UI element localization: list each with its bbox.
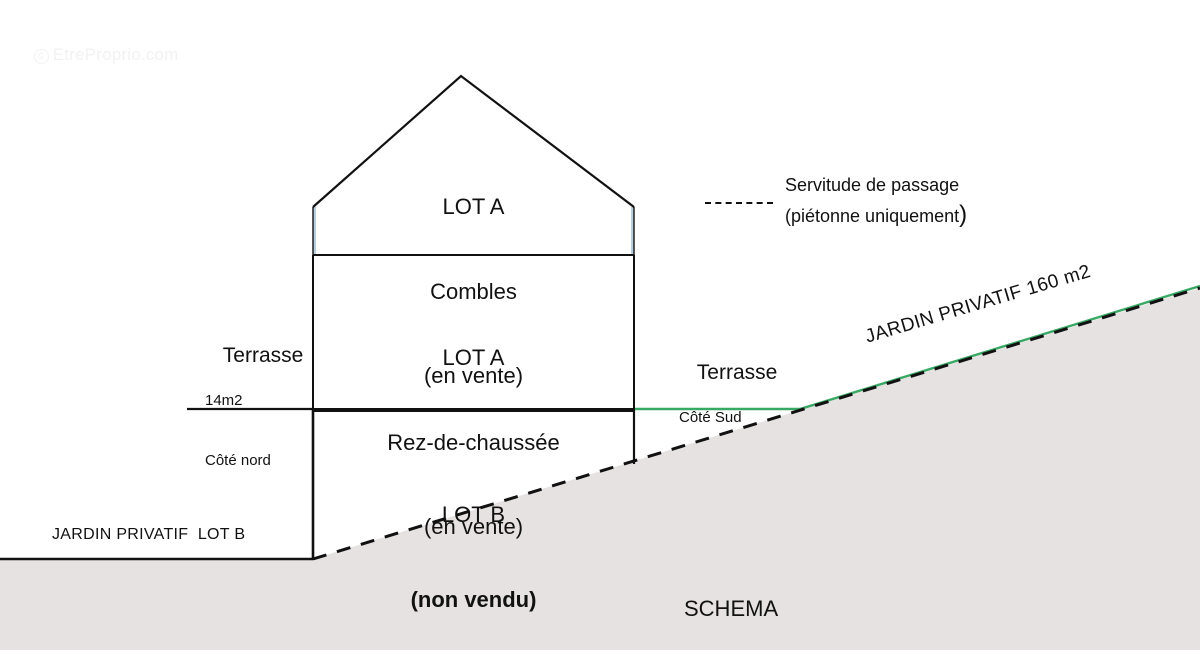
attic-label-line1: LOT A	[442, 194, 505, 220]
terrace-north-title: Terrasse	[222, 344, 304, 368]
ground-floor-label-line1: LOT A	[442, 345, 505, 371]
dashed-line-icon	[705, 202, 773, 205]
terrace-north-area: 14m2	[205, 391, 243, 409]
schema-note-block: SCHEMA % pente non représentative	[684, 531, 953, 650]
lower-level-label-line1: LOT B	[441, 502, 506, 528]
terrace-south-side: Côté Sud	[679, 408, 742, 426]
legend-line2-paren: )	[959, 201, 968, 229]
legend-line2: (piétonne uniquement)	[785, 198, 967, 233]
terrace-north-side: Côté nord	[205, 451, 271, 469]
servitude-dashed-path	[312, 286, 1200, 561]
copyright-icon: ©	[33, 48, 49, 64]
attic-label-line2: Combles	[430, 278, 517, 304]
attic-label-line3: (en vente)	[423, 363, 524, 389]
watermark: ©EtreProprio.com	[14, 22, 179, 87]
ground-floor-label-line2: Rez-de-chaussée	[387, 429, 560, 455]
garden-lot-b-label: JARDIN PRIVATIF LOT B	[52, 526, 246, 543]
roof-outline	[312, 74, 635, 208]
lower-level-label-block: LOT B (non vendu)	[313, 445, 634, 650]
attic-label-block: LOT A Combles (en vente)	[313, 137, 634, 447]
legend: Servitude de passage (piétonne uniquemen…	[705, 172, 967, 233]
legend-line1: Servitude de passage	[785, 175, 960, 195]
terrace-north-label-block: Terrasse 14m2 Côté nord	[205, 323, 327, 511]
ground-floor-label-block: LOT A Rez-de-chaussée (en vente)	[313, 288, 634, 598]
lower-level-label-line2: (non vendu)	[410, 586, 537, 612]
legend-line2-text: (piétonne uniquement	[785, 206, 960, 227]
schema-note-line1: SCHEMA	[684, 596, 779, 622]
terrace-south-label-block: Terrasse Côté Sud	[679, 340, 799, 468]
legend-text-block: Servitude de passage (piétonne uniquemen…	[785, 172, 967, 233]
terrace-south-title: Terrasse	[696, 361, 778, 385]
ground-floor-label-line3: (en vente)	[423, 514, 524, 540]
watermark-text: EtreProprio.com	[52, 44, 179, 64]
